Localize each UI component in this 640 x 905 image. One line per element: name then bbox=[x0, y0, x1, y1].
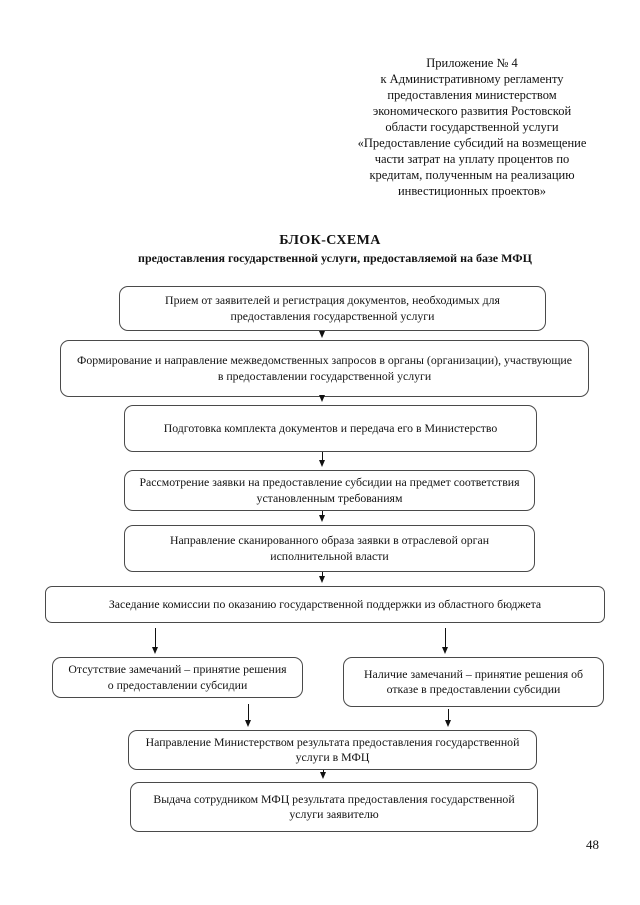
down-arrow bbox=[319, 395, 325, 402]
appendix-line: инвестиционных проектов» bbox=[397, 184, 547, 198]
down-arrow bbox=[445, 709, 451, 727]
down-arrow bbox=[319, 511, 325, 522]
appendix-line: кредитам, полученным на реализацию bbox=[369, 168, 575, 182]
appendix-reference: Приложение № 4 к Административному регла… bbox=[305, 55, 639, 199]
flow-box-document-preparation: Подготовка комплекта документов и переда… bbox=[124, 405, 537, 452]
down-arrow bbox=[320, 770, 326, 779]
flowchart-title: БЛОК-СХЕМА bbox=[279, 233, 381, 248]
appendix-line: Приложение № 4 bbox=[426, 56, 518, 70]
flowchart-subtitle: предоставления государственной услуги, п… bbox=[138, 251, 532, 265]
flow-box-no-remarks-decision: Отсутствие замечаний – принятие решения … bbox=[52, 657, 303, 698]
page-number: 48 bbox=[586, 837, 599, 852]
appendix-line: области государственной услуги bbox=[385, 120, 559, 134]
down-arrow bbox=[152, 628, 158, 654]
appendix-line: части затрат на уплату процентов по bbox=[374, 152, 570, 166]
flow-box-commission-session: Заседание комиссии по оказанию государст… bbox=[45, 586, 605, 623]
appendix-line: экономического развития Ростовской bbox=[372, 104, 572, 118]
appendix-line: «Предоставление субсидий на возмещение bbox=[357, 136, 587, 150]
down-arrow bbox=[319, 331, 325, 338]
flow-box-scanned-copy-dispatch: Направление сканированного образа заявки… bbox=[124, 525, 535, 572]
down-arrow bbox=[319, 572, 325, 583]
flow-box-interagency-requests: Формирование и направление межведомствен… bbox=[60, 340, 589, 397]
appendix-line: предоставления министерством bbox=[387, 88, 557, 102]
flow-box-mfc-result-issuance: Выдача сотрудником МФЦ результата предос… bbox=[130, 782, 538, 832]
flow-box-reception: Прием от заявителей и регистрация докуме… bbox=[119, 286, 546, 331]
down-arrow bbox=[442, 628, 448, 654]
flow-box-application-review: Рассмотрение заявки на предоставление су… bbox=[124, 470, 535, 511]
down-arrow bbox=[319, 452, 325, 467]
down-arrow bbox=[245, 704, 251, 727]
flow-box-remarks-refusal-decision: Наличие замечаний – принятие решения об … bbox=[343, 657, 604, 707]
appendix-line: к Административному регламенту bbox=[380, 72, 564, 86]
flow-box-ministry-result-dispatch: Направление Министерством результата пре… bbox=[128, 730, 537, 770]
